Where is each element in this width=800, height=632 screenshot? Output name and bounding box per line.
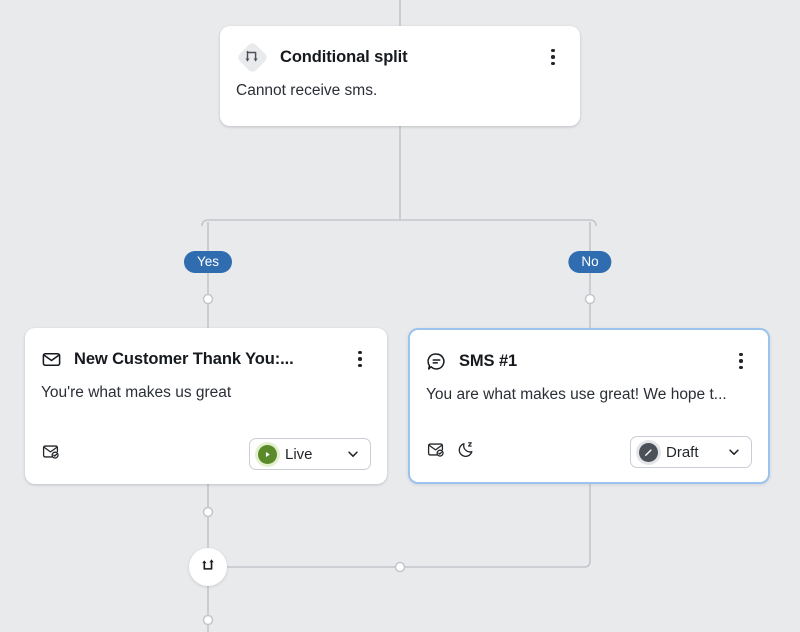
conditional-split-title: Conditional split — [280, 47, 408, 66]
sms-header: SMS #1 — [410, 330, 768, 376]
chevron-down-icon — [346, 447, 360, 461]
node-sms[interactable]: SMS #1 You are what makes use great! We … — [408, 328, 770, 484]
kebab-menu-icon[interactable] — [730, 350, 752, 372]
split-branch-icon — [236, 41, 268, 73]
sms-title: SMS #1 — [459, 351, 518, 370]
email-footer-icons — [41, 442, 249, 466]
merge-arrows-icon — [199, 555, 218, 579]
email-body: You're what makes us great — [41, 384, 232, 401]
node-conditional-split[interactable]: Conditional split Cannot receive sms. — [220, 26, 580, 126]
conditional-split-body: Cannot receive sms. — [236, 82, 378, 99]
sms-footer: Draft — [410, 436, 768, 468]
sms-footer-icons — [426, 440, 630, 464]
branch-label-no[interactable]: No — [568, 251, 612, 273]
branch-label-yes[interactable]: Yes — [183, 251, 233, 273]
connector-dot-merge-in — [394, 561, 406, 573]
moon-quiet-hours-icon — [457, 440, 476, 464]
chevron-down-icon — [727, 445, 741, 459]
play-circle-icon — [258, 444, 277, 464]
envelope-check-icon — [41, 442, 60, 466]
conditional-split-header: Conditional split — [220, 26, 580, 72]
node-email[interactable]: New Customer Thank You:... You're what m… — [25, 328, 387, 484]
email-status-label: Live — [285, 445, 313, 463]
email-status-dropdown[interactable]: Live — [249, 438, 371, 470]
sms-status-label: Draft — [666, 443, 699, 461]
sms-body: You are what makes use great! We hope t.… — [426, 386, 727, 403]
sms-status-dropdown[interactable]: Draft — [630, 436, 752, 468]
envelope-icon — [41, 349, 62, 370]
envelope-check-icon — [426, 440, 445, 464]
pencil-circle-icon — [639, 442, 658, 462]
kebab-menu-icon[interactable] — [542, 46, 564, 68]
connector-dot-email-out — [202, 506, 214, 518]
connector-dot-merge-out — [202, 614, 214, 626]
connector-dot-no — [584, 293, 596, 305]
email-header: New Customer Thank You:... — [25, 328, 387, 374]
email-footer: Live — [25, 438, 387, 470]
connector-dot-yes — [202, 293, 214, 305]
kebab-menu-icon[interactable] — [349, 348, 371, 370]
node-merge[interactable] — [189, 548, 227, 586]
email-title: New Customer Thank You:... — [74, 349, 294, 368]
speech-bubble-icon — [426, 351, 447, 372]
